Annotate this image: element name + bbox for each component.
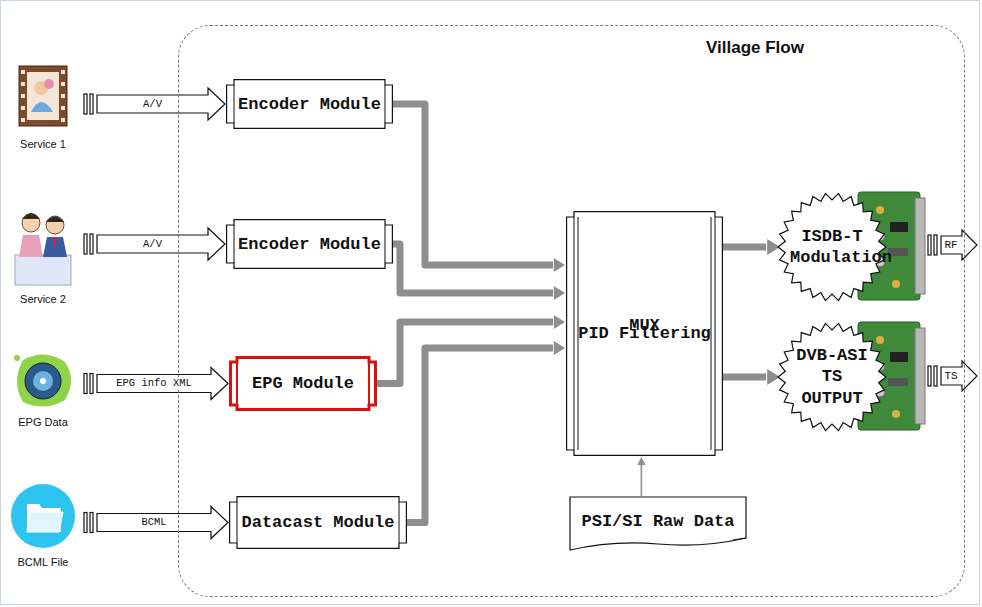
service-icon: Service 2 [5,205,81,305]
flow-connector [407,341,565,523]
flow-connector [393,104,565,272]
flow-connector [393,244,565,300]
output-label: RF [942,239,959,252]
service-icon-outline [5,205,81,287]
file-icon: BCML File [5,480,81,568]
data-icon-outline [5,350,81,410]
node-label: Datacast Module [241,513,394,532]
node-label: Encoder Module [238,95,381,114]
process-box: Encoder Module [226,219,393,269]
file-icon-outline [5,480,81,550]
data-feed-line [637,457,645,496]
mux-box: MUXPID Filtering [566,211,723,456]
node-label: PSI/SI Raw Data [581,512,734,531]
node-label: EPG Module [252,374,354,393]
icon-caption: Service 2 [20,293,66,305]
starburst-node: DVB-ASI TS OUTPUT [773,321,891,433]
signal-label: A/V [141,238,164,251]
signal-label: A/V [141,98,164,111]
process-box: EPG Module [229,356,377,411]
output-connector [723,369,780,385]
process-box: Encoder Module [226,79,393,129]
service-icon-outline [5,62,81,132]
output-label: TS [942,370,959,383]
input-arrow [84,88,225,120]
icon-caption: BCML File [18,556,69,568]
diagram-title: Village Flow [706,38,804,58]
document-shape: PSI/SI Raw Data [569,496,747,552]
input-arrow [84,228,225,260]
node-label: DVB-ASI TS OUTPUT [790,345,874,409]
icon-caption: Service 1 [20,138,66,150]
signal-label: BCML [139,516,168,529]
system-boundary: Village FlowEncoder ModuleEncoder Module… [178,25,965,597]
output-connector [723,239,780,255]
node-label: PID Filtering [578,324,711,343]
output-arrow [928,230,977,391]
input-arrow [84,368,228,400]
starburst-node: ISDB-T Modulation [773,191,891,303]
signal-label: EPG info XML [114,377,194,390]
input-arrow [84,507,228,539]
starburst-node-outline [773,191,891,303]
data-icon: EPG Data [5,350,81,428]
node-label: Encoder Module [238,235,381,254]
icon-caption: EPG Data [18,416,68,428]
node-label: ISDB-T Modulation [790,226,874,269]
process-box: Datacast Module [229,496,407,549]
service-icon: Service 1 [5,62,81,150]
